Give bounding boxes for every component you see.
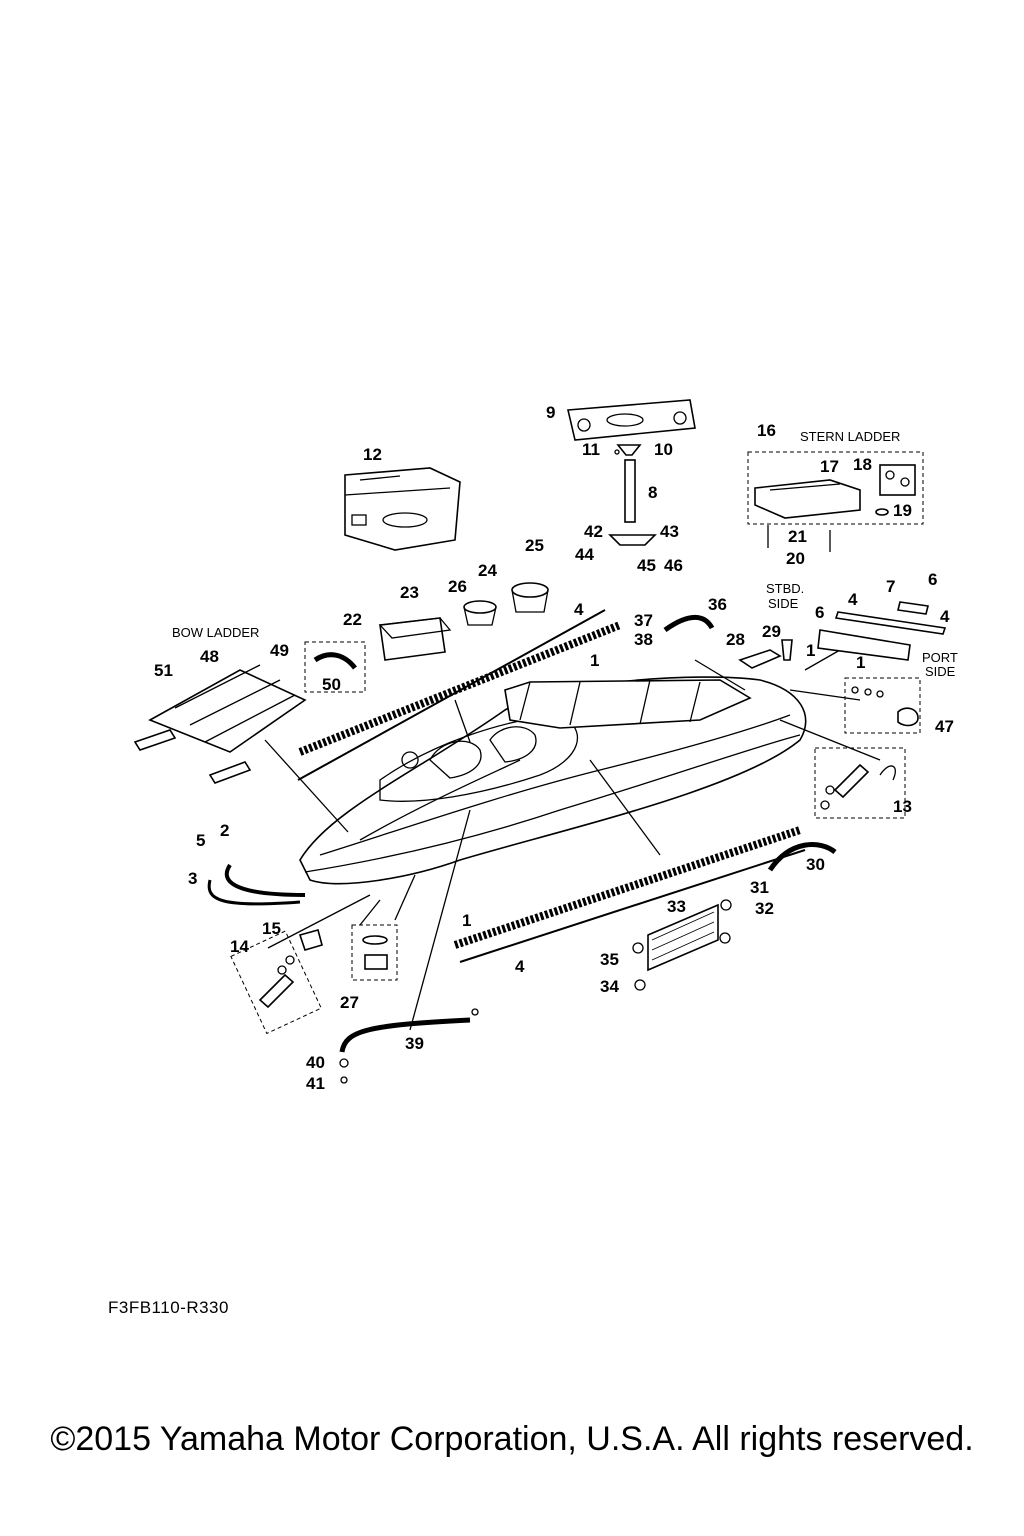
label-1: 1 [806, 641, 815, 660]
part-22-storage-bin [378, 617, 452, 661]
label-1: 1 [590, 651, 599, 670]
part-9-table-top [567, 399, 696, 441]
label-42: 42 [584, 522, 603, 541]
part-26-cup-holder [463, 600, 497, 626]
label-15: 15 [262, 919, 281, 938]
label-49: 49 [270, 641, 289, 660]
label-48: 48 [200, 647, 219, 666]
label-4: 4 [848, 590, 858, 609]
label-35: 35 [600, 950, 619, 969]
label-18: 18 [853, 455, 872, 474]
label-44: 44 [575, 545, 594, 564]
label-21: 21 [788, 527, 807, 546]
label-29: 29 [762, 622, 781, 641]
label-22: 22 [343, 610, 362, 629]
part-33-cargo-net [632, 899, 732, 991]
label-2: 2 [220, 821, 229, 840]
part-8-table-post [608, 444, 657, 546]
label-8: 8 [648, 483, 657, 502]
label-6: 6 [928, 570, 937, 589]
label-12: 12 [363, 445, 382, 464]
part-13-cleat [814, 747, 906, 819]
label-1: 1 [856, 653, 865, 672]
bow-ladder-assembly [133, 641, 366, 784]
label-45: 45 [637, 556, 656, 575]
label-39: 39 [405, 1034, 424, 1053]
part-47-panel [844, 677, 921, 734]
label-5: 5 [196, 831, 205, 850]
label-3: 3 [188, 869, 197, 888]
label-11: 11 [582, 440, 600, 459]
caption-stbd-side: STBD. [766, 581, 804, 596]
label-10: 10 [654, 440, 673, 459]
part-24-cup-holder [511, 582, 549, 613]
label-37: 37 [634, 611, 653, 630]
label-50: 50 [322, 675, 341, 694]
leader-lines [264, 649, 881, 1031]
label-4: 4 [940, 607, 950, 626]
label-27: 27 [340, 993, 359, 1012]
label-4: 4 [574, 600, 584, 619]
label-33: 33 [667, 897, 686, 916]
rub-rails [207, 609, 806, 963]
label-7: 7 [886, 577, 895, 596]
label-17: 17 [820, 457, 839, 476]
label-26: 26 [448, 577, 467, 596]
label-14: 14 [230, 937, 249, 956]
label-51: 51 [154, 661, 173, 680]
label-9: 9 [546, 403, 555, 422]
part-12-cooler [344, 467, 461, 551]
label-31: 31 [750, 878, 769, 897]
part-27-drain-assembly [351, 924, 398, 981]
label-6: 6 [815, 603, 824, 622]
part-36-grab-handle [663, 614, 715, 633]
boat-hull [299, 676, 807, 885]
stern-ladder-assembly [747, 451, 924, 552]
label-23: 23 [400, 583, 419, 602]
label-38: 38 [634, 630, 653, 649]
label-28: 28 [726, 630, 745, 649]
label-20: 20 [786, 549, 805, 568]
label-13: 13 [893, 797, 912, 816]
label-19: 19 [893, 501, 912, 520]
part-labels: 1 1 1 1 2 3 4 4 4 4 5 6 6 7 8 9 10 11 12… [154, 403, 954, 1093]
label-41: 41 [306, 1074, 325, 1093]
label-36: 36 [708, 595, 727, 614]
label-34: 34 [600, 977, 619, 996]
caption-port-side: PORT [922, 650, 958, 665]
part-30-handle [767, 842, 837, 872]
section-captions: STERN LADDER BOW LADDER STBD. SIDE PORT … [172, 429, 958, 679]
caption-stern-ladder: STERN LADDER [800, 429, 900, 444]
label-32: 32 [755, 899, 774, 918]
label-30: 30 [806, 855, 825, 874]
label-25: 25 [525, 536, 544, 555]
label-47: 47 [935, 717, 954, 736]
label-43: 43 [660, 522, 679, 541]
copyright-notice: ©2015 Yamaha Motor Corporation, U.S.A. A… [50, 1420, 974, 1458]
part-29-fitting [781, 639, 793, 661]
label-4: 4 [515, 957, 525, 976]
label-16: 16 [757, 421, 776, 440]
caption-bow-ladder: BOW LADDER [172, 625, 259, 640]
label-40: 40 [306, 1053, 325, 1072]
side-rail-assembly [817, 601, 947, 661]
diagram-code: F3FB110-R330 [108, 1298, 229, 1317]
part-14-bow-cleat [230, 929, 323, 1035]
label-1: 1 [462, 911, 471, 930]
part-28-fitting [738, 649, 782, 669]
label-46: 46 [664, 556, 683, 575]
caption-stbd-side: SIDE [768, 596, 799, 611]
part-39-handrail [339, 1008, 479, 1084]
label-24: 24 [478, 561, 497, 580]
caption-port-side: SIDE [925, 664, 956, 679]
